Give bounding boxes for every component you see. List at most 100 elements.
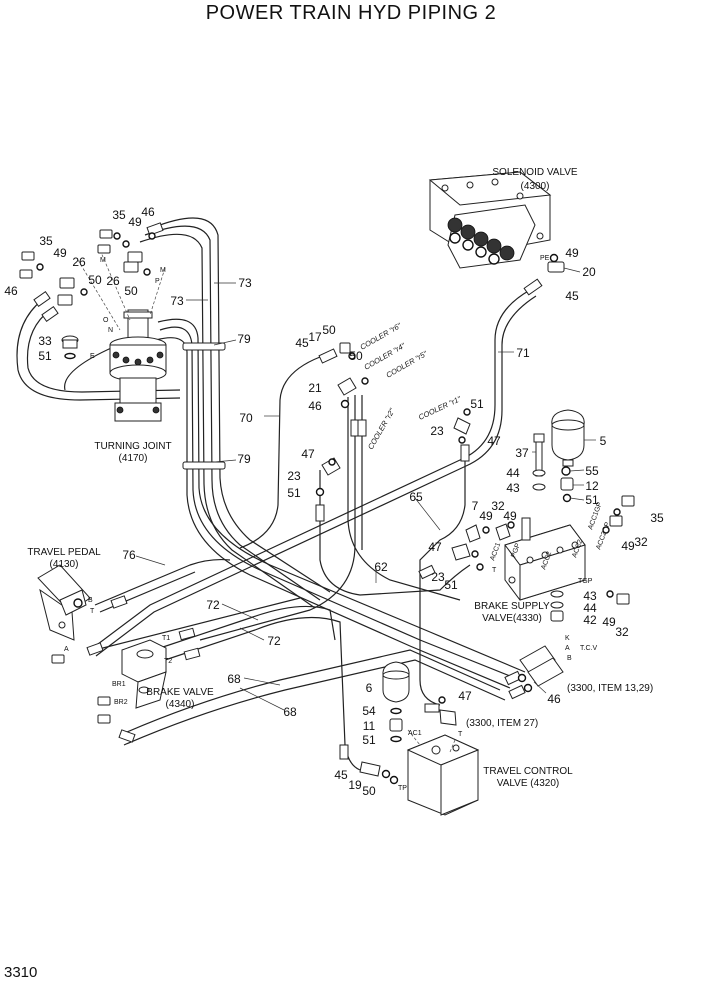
part-number: 12 <box>585 479 599 493</box>
part-number: 37 <box>515 446 529 460</box>
travel-control-valve-label: TRAVEL CONTROL <box>483 766 573 777</box>
ref-item-13-29: (3300, ITEM 13,29) <box>567 683 653 694</box>
part-number: 49 <box>621 539 635 553</box>
part-number: 44 <box>506 466 520 480</box>
part-number: 35 <box>39 234 53 248</box>
part-number: 51 <box>444 578 458 592</box>
brake-valve-label: BRAKE VALVE <box>146 687 214 698</box>
brake-supply-valve-label-2: VALVE(4330) <box>482 613 542 624</box>
solenoid-valve-ref: (4300) <box>521 181 550 192</box>
hose-73-bundle <box>139 217 331 609</box>
travel-pedal-ref: (4130) <box>50 559 79 570</box>
port-label-a-tcv: A <box>565 645 570 652</box>
page-number: 3310 <box>4 964 38 981</box>
part-number: 49 <box>503 509 517 523</box>
turning-joint-label: TURNING JOINT <box>94 441 171 452</box>
part-number: 45 <box>565 289 579 303</box>
port-label-b-tcv: B <box>567 655 572 662</box>
travel-control-valve <box>406 734 480 816</box>
page-title: POWER TRAIN HYD PIPING 2 <box>205 2 497 24</box>
part-number: 68 <box>227 672 241 686</box>
travel-pedal-label: TRAVEL PEDAL <box>27 547 101 558</box>
part-number: 21 <box>308 381 322 395</box>
turning-joint-ref: (4170) <box>119 453 148 464</box>
hose-62 <box>319 470 471 596</box>
port-label-pe: PE <box>540 255 550 262</box>
part-number: 19 <box>348 778 362 792</box>
part-number: 79 <box>237 452 251 466</box>
travel-control-valve-label-2: VALVE (4320) <box>497 778 559 789</box>
port-label-t-tcv: T <box>458 731 463 738</box>
port-label-o: O <box>103 317 109 324</box>
brake-valve-ref: (4340) <box>166 699 195 710</box>
part-number: 49 <box>602 615 616 629</box>
port-label-tgp: TGP <box>578 578 593 585</box>
part-number: 43 <box>506 481 520 495</box>
plug-33 <box>61 335 79 360</box>
part-number: 49 <box>479 509 493 523</box>
part-number: 43 <box>583 589 597 603</box>
port-label-br1: BR1 <box>112 681 126 688</box>
part-number: 26 <box>72 255 86 269</box>
part-number: 46 <box>547 692 561 706</box>
part-number: 49 <box>565 246 579 260</box>
port-label-acc1: ACC1 <box>489 542 502 562</box>
part-number: 72 <box>206 598 220 612</box>
left-fittings <box>19 229 156 306</box>
part-number: 47 <box>487 434 501 448</box>
part-number: 50 <box>88 273 102 287</box>
part-number: 20 <box>582 265 596 279</box>
port-label-pgp: PGP <box>510 542 522 559</box>
part-number: 65 <box>409 490 423 504</box>
port-label-br2: BR2 <box>114 699 128 706</box>
cooler-fittings <box>315 342 484 726</box>
port-label-b-pedal: B <box>88 597 93 604</box>
part-number: 49 <box>128 215 142 229</box>
port-label-t2: T2 <box>164 658 172 665</box>
port-label-k: K <box>565 635 570 642</box>
port-label-m: M <box>100 257 106 264</box>
part-number: 35 <box>650 511 664 525</box>
port-label-t-bsv: T <box>492 567 497 574</box>
bolt-37 <box>532 433 546 491</box>
cooler-tag-r2: COOLER "r2" <box>366 407 397 451</box>
solenoid-valve <box>428 171 552 269</box>
hose-70 <box>239 356 321 549</box>
part-number: 49 <box>53 246 67 260</box>
accumulator-5 <box>551 409 585 503</box>
part-number: 17 <box>308 330 322 344</box>
port-label-t1: T1 <box>162 635 170 642</box>
part-number: 50 <box>322 323 336 337</box>
hose-end-fittings <box>33 222 543 760</box>
elbow-fitting-20 <box>547 253 565 273</box>
part-number: 51 <box>470 397 484 411</box>
part-number: 73 <box>170 294 184 308</box>
cooler-tag-r1: COOLER "r1" <box>417 394 463 422</box>
port-label-t-pedal: T <box>90 608 95 615</box>
port-label-p: P <box>155 278 160 285</box>
part-number: 45 <box>334 768 348 782</box>
part-number: 47 <box>301 447 315 461</box>
brake-supply-valve <box>504 517 586 601</box>
port-label-acc2gp: ACC2GP <box>595 521 612 551</box>
part-number: 46 <box>4 284 18 298</box>
turning-joint <box>109 309 167 422</box>
port-label-tcv: T.C.V <box>580 645 597 652</box>
hose-65 <box>419 445 466 706</box>
port-label-ac1: AC1 <box>408 730 422 737</box>
part-number: 23 <box>431 570 445 584</box>
part-number: 62 <box>374 560 388 574</box>
port-label-a-pedal: A <box>64 646 69 653</box>
part-number: 46 <box>141 205 155 219</box>
part-number: 44 <box>583 601 597 615</box>
part-number: 79 <box>237 332 251 346</box>
part-number: 73 <box>238 276 252 290</box>
check-fittings-bsv <box>465 495 635 622</box>
port-label-tp: TP <box>398 785 407 792</box>
part-number: 72 <box>267 634 281 648</box>
leader-lines <box>135 267 596 711</box>
hose-cooler-2 <box>199 395 461 641</box>
part-number: 23 <box>430 424 444 438</box>
brake-valve <box>97 639 167 724</box>
solenoid-valve-label: SOLENOID VALVE <box>492 167 578 178</box>
